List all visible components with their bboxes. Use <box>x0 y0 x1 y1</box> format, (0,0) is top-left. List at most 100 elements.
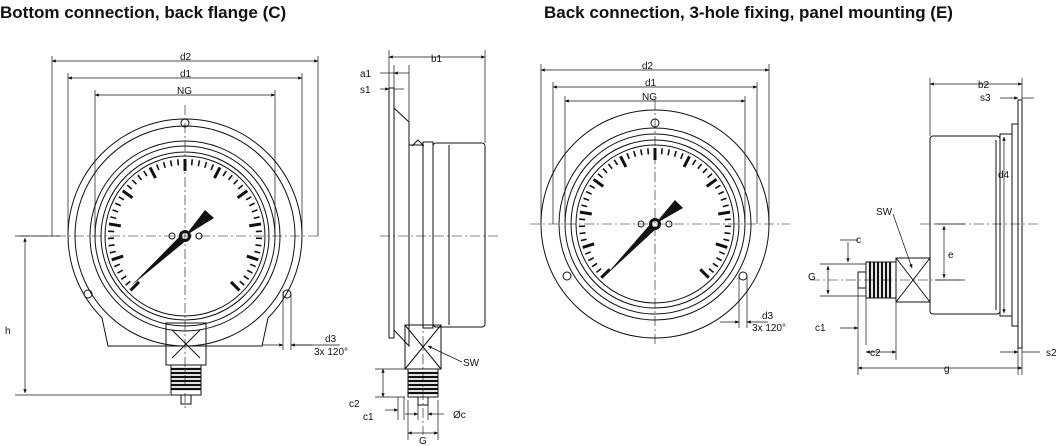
dial-tick <box>579 210 593 216</box>
dial-tick <box>243 275 250 280</box>
dial-tick <box>239 280 245 286</box>
dial-tick <box>190 159 194 166</box>
dial-tick <box>245 196 252 201</box>
label-s1: s1 <box>360 85 371 96</box>
dial-tick <box>155 164 160 171</box>
pointer-tail-c <box>185 210 214 236</box>
dial-tick <box>137 174 143 181</box>
label-c2-c: c2 <box>349 399 360 410</box>
side-view-c <box>375 50 500 440</box>
dial-tick <box>639 149 643 156</box>
label-holes-e: 3x 120° <box>752 323 786 334</box>
label-s2: s2 <box>1046 348 1057 359</box>
dial-tick <box>197 160 201 167</box>
label-c1-e: c1 <box>815 323 826 334</box>
dial-tick <box>255 244 262 247</box>
dial-tick <box>114 263 121 268</box>
dial-ticks-e <box>579 148 731 279</box>
dial-tick <box>582 242 595 249</box>
dial-tick <box>720 197 727 202</box>
dial-tick <box>249 263 256 268</box>
label-d4: d4 <box>998 170 1010 181</box>
dial-tick <box>597 173 604 179</box>
dial-tick <box>583 197 590 202</box>
label-b2: b2 <box>978 80 990 91</box>
dial-tick <box>633 150 637 158</box>
dial-tick <box>697 163 703 170</box>
dial-tick <box>248 222 262 228</box>
dial-tick <box>109 250 116 254</box>
dial-tick <box>253 216 260 220</box>
dial-tick <box>213 166 222 179</box>
label-e: e <box>948 250 954 261</box>
dial-tick <box>595 268 602 274</box>
dial-tick <box>691 159 697 166</box>
dial-tick <box>236 189 249 200</box>
dial-tick <box>680 153 684 160</box>
dial-tick <box>667 149 671 156</box>
dial-tick <box>121 189 134 200</box>
label-d2-c: d2 <box>180 52 192 63</box>
label-sw-c: SW <box>463 358 480 369</box>
dial-tick <box>722 204 729 208</box>
dial-tick <box>589 184 596 190</box>
dial-tick <box>169 160 173 167</box>
label-b1: b1 <box>431 54 443 65</box>
dial-tick <box>162 161 166 169</box>
label-ng-c: NG <box>177 86 192 97</box>
dial-tick <box>580 238 587 242</box>
title-back-connection: Back connection, 3-hole fixing, panel mo… <box>544 3 953 22</box>
label-d3-c: d3 <box>325 334 337 345</box>
dial-tick <box>717 190 725 195</box>
mount-hole-right <box>282 289 292 299</box>
dial-tick <box>251 209 258 213</box>
dial-tick <box>602 168 608 174</box>
dial-tick <box>143 170 148 177</box>
dial-tick <box>712 262 719 268</box>
dial-tick <box>626 153 630 160</box>
dial-tick <box>112 209 119 213</box>
dial-tick <box>613 159 619 166</box>
title-bottom-connection: Bottom connection, back flange (C) <box>0 3 287 22</box>
label-holes-c: 3x 120° <box>314 347 348 358</box>
dial-tick <box>246 269 253 274</box>
dial-tick <box>715 257 722 262</box>
dial-tick <box>579 231 586 235</box>
dial-tick <box>110 216 117 220</box>
front-view-c <box>15 56 340 410</box>
dial-ticks-c <box>108 159 262 292</box>
dial-tick <box>708 268 715 274</box>
label-g-dim: g <box>944 364 950 375</box>
label-g-e: G <box>808 272 816 283</box>
label-s3: s3 <box>980 93 991 104</box>
label-c-e: c <box>856 235 861 246</box>
dial-tick <box>118 196 125 201</box>
label-d1-c: d1 <box>180 69 192 80</box>
pointer-c <box>131 233 188 286</box>
dial-tick <box>584 251 592 255</box>
dial-tick <box>148 166 157 179</box>
dial-tick <box>717 210 731 216</box>
label-ng-e: NG <box>642 92 657 103</box>
label-d1-e: d1 <box>645 78 657 89</box>
dial-tick <box>714 184 721 190</box>
dial-tick <box>647 148 650 155</box>
label-a1: a1 <box>360 69 372 80</box>
label-sw-e: SW <box>876 207 893 218</box>
dial-tick <box>129 280 141 292</box>
dial-tick <box>673 150 677 158</box>
label-c1-c: c1 <box>363 412 374 423</box>
dial-tick <box>126 184 133 190</box>
dial-tick <box>248 202 256 207</box>
dial-tick <box>237 184 244 190</box>
dial-tick <box>619 155 628 168</box>
dial-tick <box>176 159 180 166</box>
dial-tick <box>723 238 730 242</box>
dial-tick <box>229 280 241 292</box>
dial-tick <box>222 170 227 177</box>
dial-tick <box>706 173 713 179</box>
dial-tick <box>254 250 261 254</box>
mount-hole-left <box>83 289 93 299</box>
dial-tick <box>591 262 598 268</box>
